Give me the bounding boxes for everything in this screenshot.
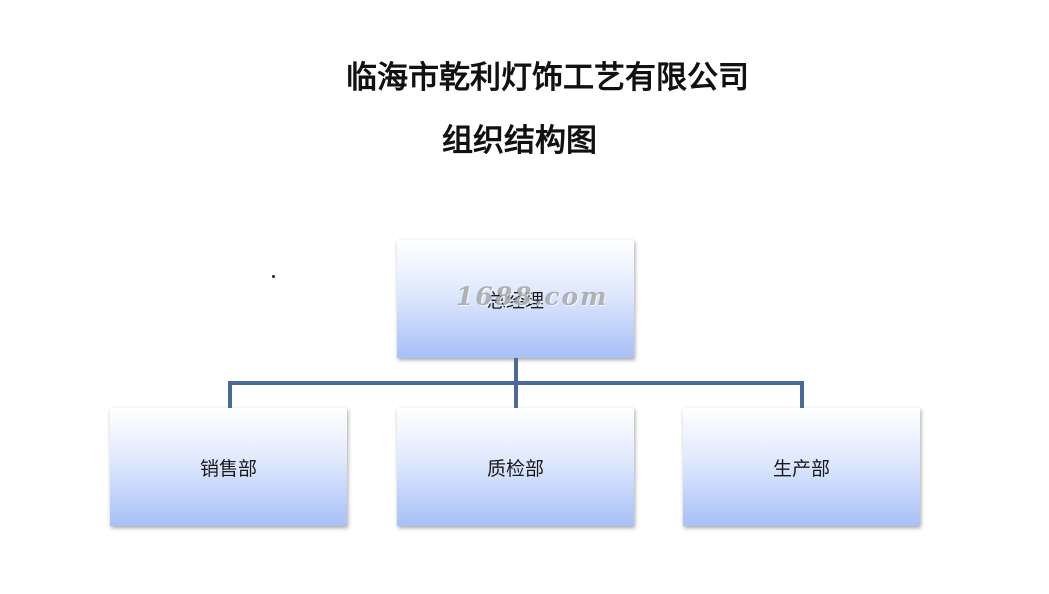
org-node-sales: 销售部	[110, 408, 347, 526]
company-title: 临海市乾利灯饰工艺有限公司	[346, 60, 749, 96]
org-node-quality-control: 质检部	[397, 408, 634, 526]
org-node-label: 销售部	[199, 457, 257, 480]
org-node-general-manager: 总经理	[397, 240, 634, 358]
org-node-label: 质检部	[486, 457, 544, 480]
stray-dot	[272, 275, 275, 278]
org-node-label: 总经理	[486, 289, 544, 312]
org-node-production: 生产部	[683, 408, 920, 526]
chart-title: 组织结构图	[442, 123, 597, 159]
org-node-label: 生产部	[772, 457, 830, 480]
